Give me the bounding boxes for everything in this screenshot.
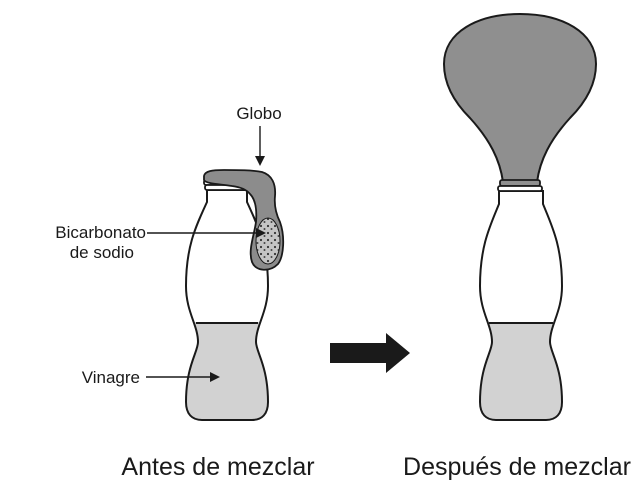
vinegar-liquid-after (480, 322, 562, 420)
transition-arrow (330, 333, 410, 373)
inflated-balloon (442, 12, 598, 192)
caption-after: Después de mezclar (403, 453, 631, 481)
bottle-after (478, 190, 564, 421)
leader-lines (146, 126, 266, 382)
label-baking-soda-line2: de sodio (70, 243, 134, 262)
vinegar-liquid (186, 322, 268, 420)
bottle-outline (184, 189, 270, 421)
label-baking-soda-line1: Bicarbonato (55, 223, 146, 242)
bottle-outline-after (478, 190, 564, 421)
baking-soda-inside (255, 217, 281, 265)
caption-before: Antes de mezclar (121, 453, 314, 481)
label-vinegar: Vinagre (82, 368, 140, 387)
deflated-balloon (203, 169, 285, 271)
label-balloon: Globo (236, 104, 281, 123)
